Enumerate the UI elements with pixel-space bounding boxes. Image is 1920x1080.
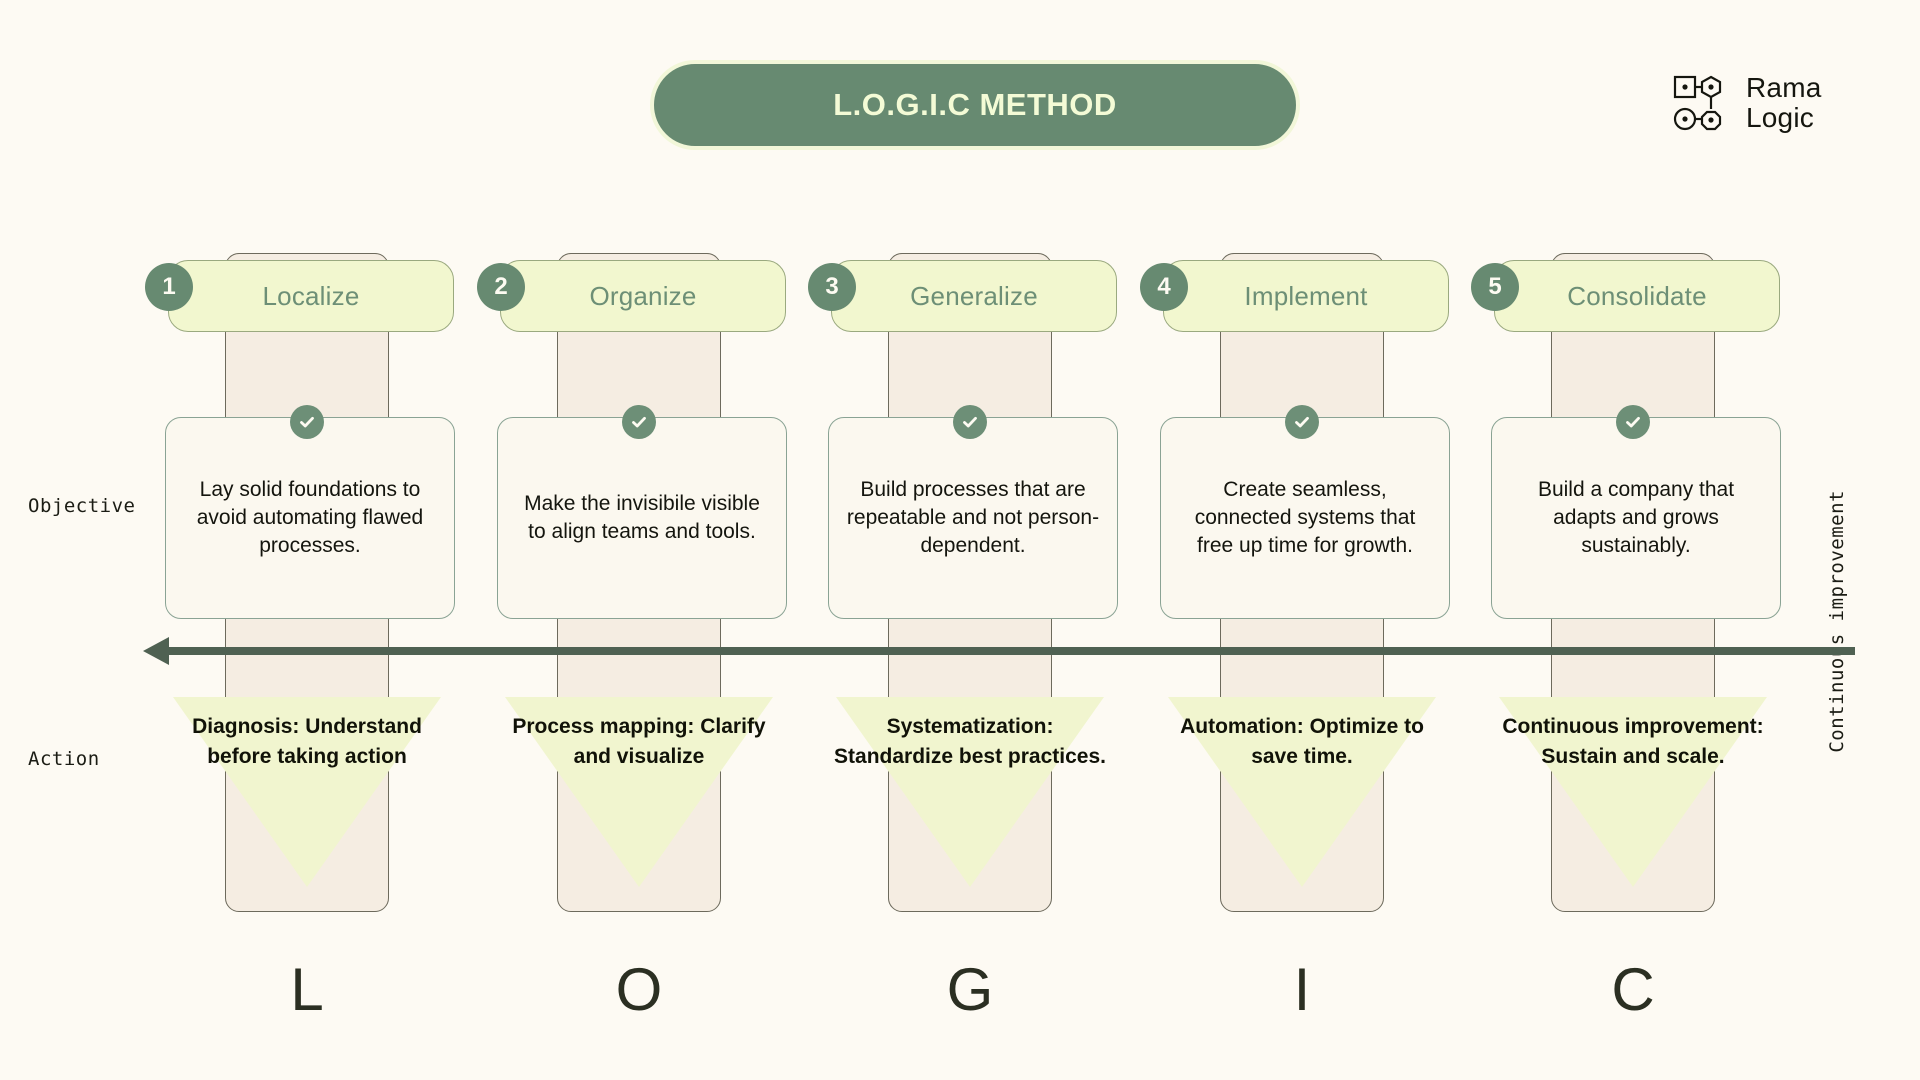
action-text-1: Diagnosis: Understand before taking acti… [192,715,422,769]
step-header-5[interactable]: Consolidate [1494,260,1780,332]
acronym-letter-1: L [290,956,324,1023]
step-name-3: Generalize [910,280,1038,311]
action-triangle-5 [1499,697,1767,887]
row-label-action: Action [28,748,100,770]
step-header-1[interactable]: Localize [168,260,454,332]
timeline-arrow-head-icon [143,637,169,665]
objective-card-4: Create seamless, connected systems that … [1160,417,1450,619]
acronym-letter-4: I [1293,956,1311,1023]
row-label-objective: Objective [28,495,136,517]
action-text-2: Process mapping: Clarify and visualize [512,715,766,769]
brand-name-line1: Rama [1746,71,1822,103]
objective-text-5: Build a company that adapts and grows su… [1537,478,1735,557]
brand-name-line2: Logic [1746,102,1814,133]
action-text-4: Automation: Optimize to save time. [1180,715,1424,769]
step-name-5: Consolidate [1567,280,1707,311]
step-header-3[interactable]: Generalize [831,260,1117,332]
objective-text-1: Lay solid foundations to avoid automatin… [196,478,424,557]
check-icon-3 [953,405,987,439]
action-text-3: Systematization: Standardize best practi… [834,715,1106,769]
timeline-arrow-line [165,647,1855,655]
step-name-1: Localize [262,280,360,311]
page-title-pill: L.O.G.I.C METHOD [650,60,1300,150]
check-icon-5 [1616,405,1650,439]
objective-card-5: Build a company that adapts and grows su… [1491,417,1781,619]
step-number-badge-5: 5 [1471,263,1519,311]
step-number-badge-1: 1 [145,263,193,311]
page-title: L.O.G.I.C METHOD [833,87,1117,122]
acronym-letter-5: C [1611,956,1655,1023]
objective-text-4: Create seamless, connected systems that … [1194,478,1416,557]
check-icon-4 [1285,405,1319,439]
objective-card-3: Build processes that are repeatable and … [828,417,1118,619]
action-triangle-2 [505,697,773,887]
step-number-badge-3: 3 [808,263,856,311]
action-triangle-3 [836,697,1104,887]
action-triangle-4 [1168,697,1436,887]
brand-name: Rama Logic [1746,71,1822,133]
step-header-2[interactable]: Organize [500,260,786,332]
brand-logo: Rama Logic [1672,72,1822,134]
action-triangle-1 [173,697,441,887]
step-name-4: Implement [1244,280,1368,311]
acronym-letter-3: G [946,956,994,1023]
step-number-badge-4: 4 [1140,263,1188,311]
acronym-letter-2: O [615,956,663,1023]
continuous-improvement-label: Continuous improvement [1826,490,1848,753]
objective-text-3: Build processes that are repeatable and … [846,478,1100,557]
check-icon-2 [622,405,656,439]
step-header-4[interactable]: Implement [1163,260,1449,332]
step-name-2: Organize [589,280,697,311]
objective-card-2: Make the invisibile visible to align tea… [497,417,787,619]
objective-text-2: Make the invisibile visible to align tea… [524,492,760,543]
check-icon-1 [290,405,324,439]
step-number-badge-2: 2 [477,263,525,311]
objective-card-1: Lay solid foundations to avoid automatin… [165,417,455,619]
action-text-5: Continuous improvement: Sustain and scal… [1502,715,1764,769]
node-network-icon [1673,75,1722,131]
